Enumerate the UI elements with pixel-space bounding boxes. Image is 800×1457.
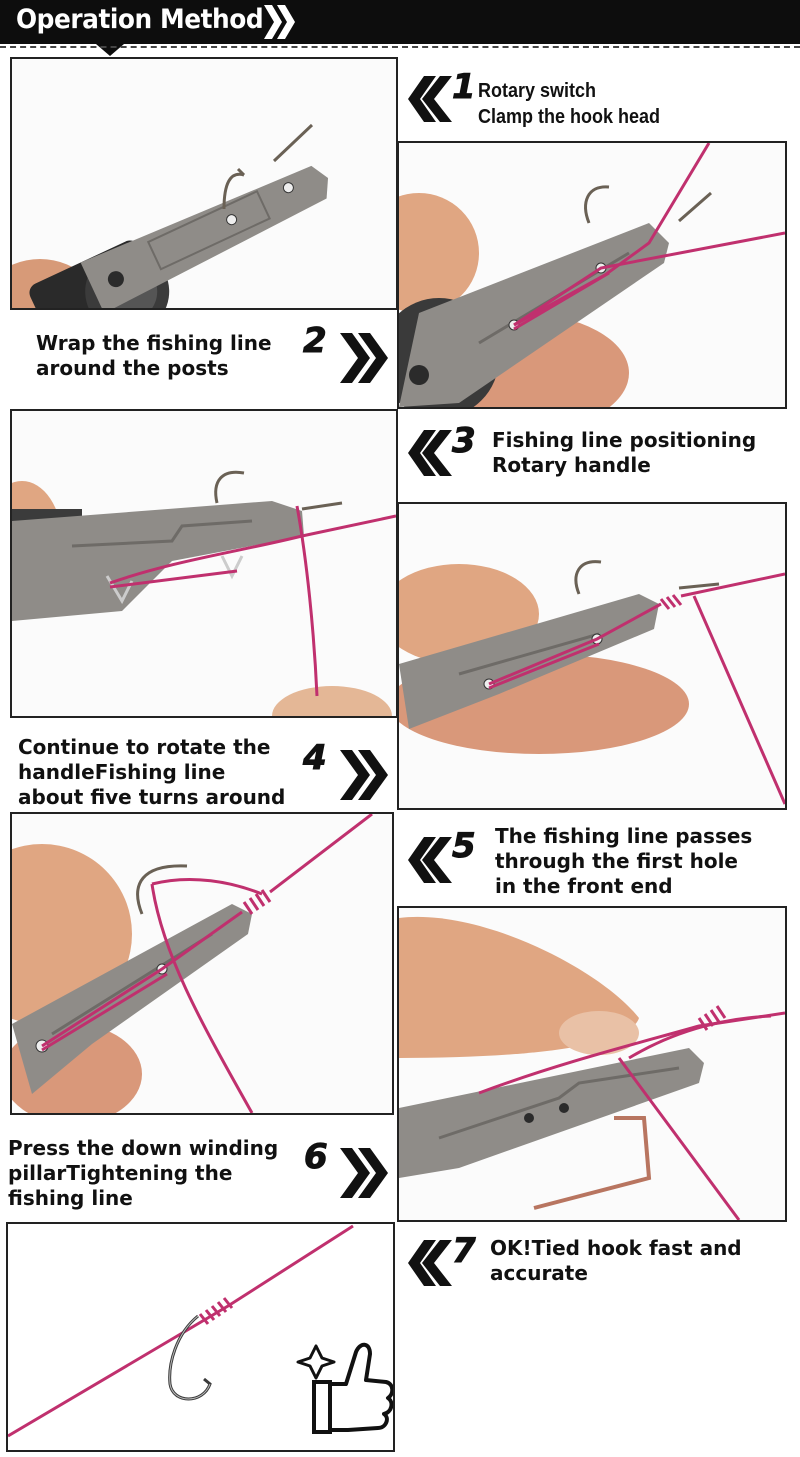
photo-step-7 [6,1222,395,1452]
step-1-line-1: Rotary switch [478,80,597,102]
step-number: 7 [452,1231,477,1271]
chevron-right-icon [264,5,295,39]
step-number: 5 [452,826,477,866]
chevron-left-icon [408,1240,452,1286]
chevron-left-icon [408,76,452,122]
step-2-caption: Wrap the fishing line around the posts [36,331,272,381]
step-number: 4 [303,738,328,778]
step-2-line-1: Wrap the fishing line [36,331,272,355]
dashed-divider [0,46,800,48]
step-6-caption: Press the down winding pillarTightening … [8,1136,278,1211]
step-7-line-1: OK!Tied hook fast and [490,1236,742,1260]
step-2-line-2: around the posts [36,356,229,380]
step-number: 3 [452,421,477,461]
step-5-line-1: The fishing line passes [495,824,753,848]
thumbs-up-icon [312,1342,393,1434]
step-3-caption: Fishing line positioning Rotary handle [492,428,756,478]
step-number: 2 [303,321,328,361]
photo-step-3 [10,409,398,718]
step-7-caption: OK!Tied hook fast and accurate [490,1236,742,1286]
step-5-line-3: in the front end [495,874,673,898]
step-7-line-2: accurate [490,1261,588,1285]
step-4-line-1: Continue to rotate the [18,735,271,759]
step-3-line-1: Fishing line positioning [492,428,757,452]
step-6-line-3: fishing line [8,1186,133,1210]
sparkle-icon [296,1344,336,1380]
step-4-caption: Continue to rotate the handleFishing lin… [18,735,285,810]
step-5-line-2: through the first hole [495,849,738,873]
header-bar: Operation Method [0,0,800,44]
step-1-line-2: Clamp the hook head [478,106,661,128]
step-1-caption: Rotary switch Clamp the hook head [478,78,660,130]
chevron-left-icon [408,430,452,476]
step-4-line-2: handleFishing line [18,760,226,784]
photo-step-1 [10,57,398,310]
step-6-line-2: pillarTightening the [8,1161,233,1185]
photo-step-2 [397,141,787,409]
page-title: Operation Method [16,4,264,35]
chevron-right-icon [340,750,388,800]
photo-step-4 [397,502,787,810]
step-number: 1 [452,67,477,107]
step-3-line-2: Rotary handle [492,453,651,477]
step-6-line-1: Press the down winding [8,1136,279,1160]
photo-step-5 [10,812,394,1115]
step-4-line-3: about five turns around [18,785,286,809]
chevron-left-icon [408,837,452,883]
chevron-right-icon [340,1148,388,1198]
step-5-caption: The fishing line passes through the firs… [495,824,752,899]
step-number: 6 [304,1137,329,1177]
photo-step-6 [397,906,787,1222]
chevron-right-icon [340,333,388,383]
